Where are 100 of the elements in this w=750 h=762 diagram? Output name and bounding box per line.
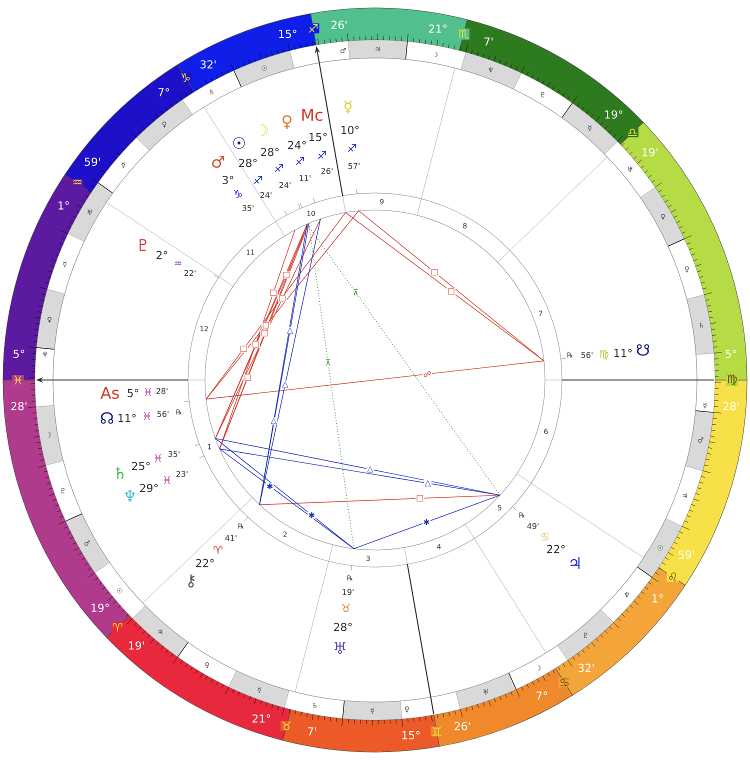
- minute-label: 35': [242, 204, 254, 212]
- minute-label: 28': [156, 388, 168, 394]
- minute-label: 56': [157, 410, 168, 418]
- sign-glyph: ♐: [274, 164, 283, 172]
- cusp-minute-label: 32': [200, 60, 216, 69]
- cusp-sign-glyph: ♍: [726, 374, 738, 386]
- sign-glyph: ♋: [541, 533, 549, 540]
- cusp-minute-label: 19': [129, 641, 144, 650]
- sign-glyph: ♉: [342, 604, 350, 612]
- cusp-degree-label: 15°: [279, 30, 296, 38]
- minute-label: 26': [321, 168, 332, 174]
- cusp-sign-glyph: ♐: [307, 23, 320, 34]
- degree-label: 11°: [614, 348, 632, 358]
- cusp-degree-label: 15°: [402, 731, 420, 740]
- aspect-glyph: ☍: [422, 370, 432, 378]
- cusp-minute-label: 7': [308, 727, 316, 736]
- degree-label: 28°: [261, 148, 279, 156]
- minute-label: 24': [279, 182, 290, 188]
- cusp-minute-label: 26': [331, 20, 347, 29]
- cusp-degree-label: 5°: [726, 350, 736, 358]
- degree-label: 10°: [341, 126, 359, 134]
- sign-glyph: ♓: [144, 388, 152, 396]
- sign-glyph: ♐: [348, 144, 356, 152]
- planet-glyph: ♆: [124, 490, 136, 502]
- minute-label: 22': [184, 270, 196, 276]
- planet-glyph: ☊: [100, 412, 114, 424]
- aspect-glyph: □: [430, 268, 439, 276]
- cusp-degree-label: 7°: [158, 88, 170, 96]
- cusp-minute-label: 26': [454, 722, 470, 730]
- planet-glyph: ⚷: [188, 574, 195, 588]
- aspect-glyph: △: [270, 417, 278, 425]
- cusp-degree-label: 21°: [428, 24, 447, 33]
- degree-label: 15°: [309, 132, 327, 142]
- cusp-minute-label: 7': [484, 38, 493, 46]
- degree-label: 24°: [288, 140, 306, 150]
- degree-label: 3°: [222, 176, 234, 184]
- aspect-glyph: □: [239, 345, 248, 353]
- planet-glyph: ☉: [233, 137, 245, 149]
- degree-label: 29°: [140, 484, 158, 492]
- degree-label: 22°: [547, 544, 565, 554]
- sign-glyph: ♍: [600, 350, 608, 360]
- sign-glyph: ♐: [318, 150, 326, 159]
- aspect-glyph: ✱: [422, 518, 430, 526]
- angle-label: As: [100, 387, 119, 399]
- degree-label: 25°: [132, 462, 150, 470]
- cusp-sign-glyph: ♏: [458, 28, 470, 40]
- sign-glyph: ♐: [296, 156, 304, 165]
- planet-glyph: ☋: [636, 344, 650, 356]
- cusp-sign-glyph: ♎: [626, 128, 638, 138]
- minute-label: 19': [342, 588, 354, 596]
- cusp-minute-label: 19': [642, 148, 658, 156]
- cusp-degree-label: 1°: [58, 201, 69, 210]
- minute-label: 24': [260, 192, 272, 198]
- planet-glyph: ♃: [570, 557, 580, 569]
- aspect-glyph: □: [415, 494, 424, 502]
- planet-glyph: ☿: [344, 100, 352, 114]
- aspect-glyph: □: [243, 374, 252, 382]
- aspect-glyph: △: [424, 480, 432, 487]
- minute-label: 57': [348, 163, 360, 169]
- cusp-minute-label: 59': [84, 158, 100, 166]
- sign-glyph: ♐: [254, 176, 262, 184]
- aspect-glyph: △: [282, 380, 289, 388]
- cusp-minute-label: 59': [678, 550, 694, 559]
- sign-glyph: ♑: [234, 190, 242, 198]
- degree-label: 5°: [128, 388, 138, 398]
- cusp-degree-label: 19°: [92, 604, 109, 612]
- cusp-minute-label: 32': [578, 664, 594, 672]
- aspect-glyph: □: [268, 289, 278, 296]
- degree-label: 28°: [239, 158, 257, 168]
- degree-label: 28°: [334, 622, 352, 632]
- degree-label: 2°: [156, 250, 168, 260]
- cusp-sign-glyph: ♊: [430, 726, 443, 737]
- aspect-glyph: □: [251, 340, 260, 348]
- aspect-glyph: ✱: [266, 482, 274, 490]
- aspect-glyph: △: [366, 466, 374, 473]
- aspect-glyph: △: [286, 326, 294, 334]
- aspect-glyph: □: [446, 288, 456, 296]
- cusp-sign-glyph: ♓: [12, 375, 24, 385]
- cusp-degree-label: 21°: [252, 714, 270, 723]
- degree-label: 11°: [118, 414, 136, 422]
- aspect-glyph: ⊼: [352, 288, 360, 296]
- planet-glyph: ☽: [260, 124, 268, 136]
- cusp-sign-glyph: ♉: [280, 720, 292, 731]
- sign-glyph: ♓: [154, 454, 162, 462]
- cusp-sign-glyph: ♈: [112, 622, 124, 632]
- aspect-glyph: □: [282, 271, 291, 279]
- angle-label: Mc: [302, 109, 322, 121]
- minute-label: 49': [527, 522, 538, 530]
- minute-label: 23': [176, 470, 188, 478]
- planet-glyph: ♂: [212, 156, 224, 168]
- sign-glyph: ♒: [174, 261, 182, 266]
- minute-label: 56': [581, 352, 592, 358]
- cusp-degree-label: 5°: [14, 350, 24, 358]
- minute-label: 41': [225, 535, 236, 541]
- cusp-degree-label: 1°: [652, 594, 663, 602]
- planet-glyph: ♀: [282, 115, 292, 129]
- minute-label: 35': [168, 450, 180, 458]
- minute-label: 11': [300, 175, 310, 181]
- cusp-degree-label: 19°: [605, 110, 622, 119]
- planet-glyph: ♄: [116, 467, 124, 479]
